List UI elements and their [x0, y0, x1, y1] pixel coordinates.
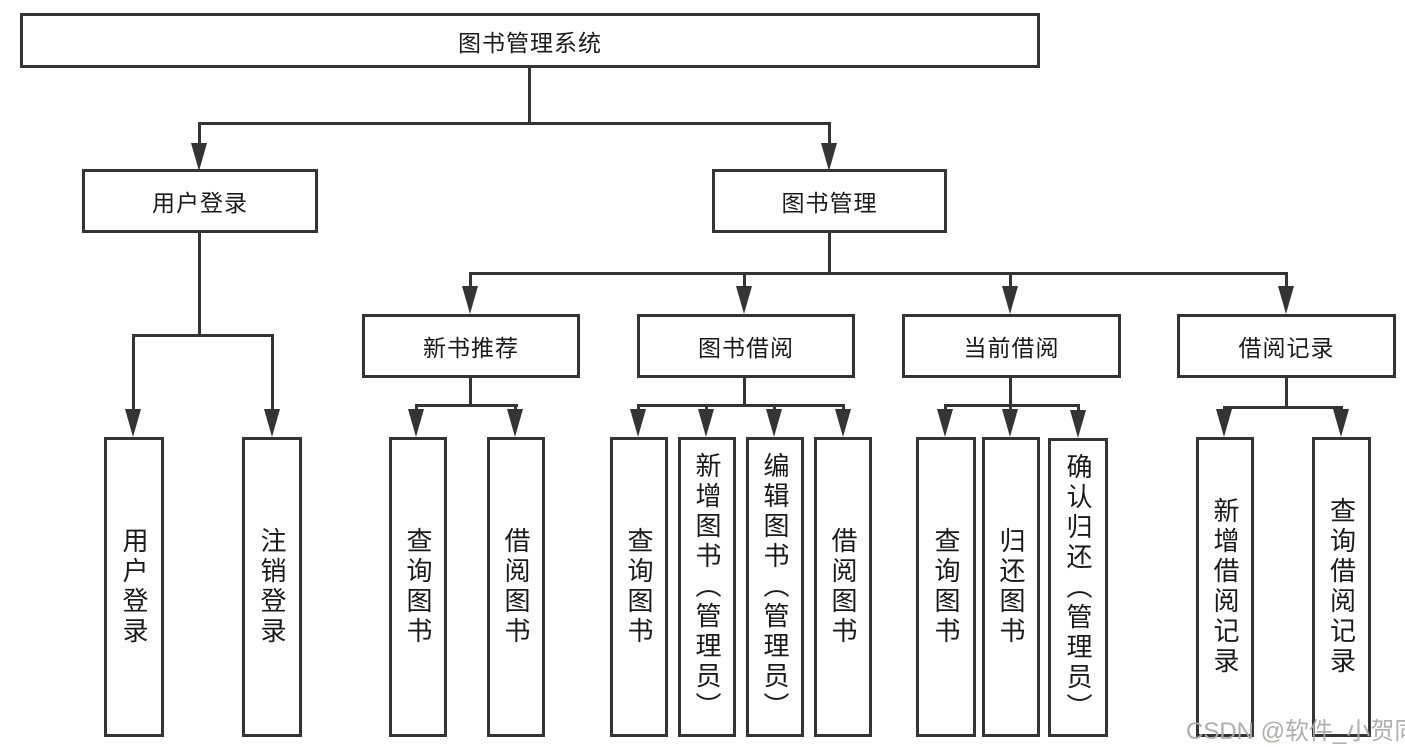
connector-new-rec-bus: [415, 404, 518, 407]
connector-drop-user-login: [198, 122, 201, 145]
connector-drop-current-borrow: [1009, 272, 1012, 287]
leaf-add-borrow-record: 新增借阅记录: [1196, 437, 1254, 737]
connector-borrow-records-drop: [1285, 378, 1288, 408]
csdn-watermark: CSDN @软件_小贺同学: [1186, 718, 1405, 745]
leaf-query-books-current: 查询图书: [916, 437, 976, 737]
leaf-edit-books-admin: 编辑图书（管理员）: [746, 437, 804, 737]
leaf-return-books: 归还图书: [982, 437, 1040, 737]
arrowhead-bor-add: [698, 409, 714, 437]
leaf-borrow-books-recommend: 借阅图书: [487, 437, 545, 737]
arrowhead-cur-return: [1002, 409, 1018, 437]
connector-current-borrow-drop: [1009, 378, 1012, 406]
leaf-query-borrow-record: 查询借阅记录: [1312, 437, 1371, 737]
connector-drop-rec-borrow: [514, 404, 517, 413]
leaf-user-login: 用户登录: [104, 437, 164, 737]
connector-user-login-drop: [198, 233, 201, 336]
connector-new-rec-drop: [469, 378, 472, 406]
node-book-management: 图书管理: [712, 169, 947, 233]
connector-drop-leaf-logout: [271, 334, 274, 411]
arrowhead-borrow-records: [1278, 286, 1294, 314]
connector-drop-leaf-login: [132, 334, 135, 411]
arrowhead-bor-query: [630, 409, 646, 437]
arrowhead-recd-query: [1333, 409, 1349, 437]
leaf-add-books-admin: 新增图书（管理员）: [678, 437, 736, 737]
connector-drop-borrow-records: [1285, 272, 1288, 287]
connector-drop-bor-query: [637, 404, 640, 413]
leaf-logout: 注销登录: [242, 437, 302, 737]
node-user-login: 用户登录: [82, 169, 318, 233]
connector-root-bus: [198, 122, 831, 125]
connector-drop-bor-borrow: [842, 404, 845, 413]
connector-borrow-records-bus: [1223, 406, 1343, 409]
arrowhead-book-management: [821, 143, 837, 171]
connector-book-borrow-bus: [637, 404, 845, 407]
connector-drop-bor-edit: [773, 404, 776, 413]
connector-drop-cur-query: [944, 404, 947, 413]
arrowhead-cur-query: [937, 409, 953, 437]
arrowhead-book-borrow: [736, 286, 752, 314]
arrowhead-user-login: [191, 143, 207, 171]
connector-drop-new-rec: [469, 272, 472, 287]
node-book-borrowing: 图书借阅: [637, 314, 855, 378]
arrowhead-current-borrow: [1002, 286, 1018, 314]
connector-current-borrow-bus: [944, 404, 1080, 407]
arrowhead-cur-confirm: [1070, 410, 1086, 438]
node-borrowing-records: 借阅记录: [1177, 314, 1396, 378]
arrowhead-bor-edit: [766, 409, 782, 437]
arrowhead-new-rec: [462, 286, 478, 314]
connector-book-management-bus: [469, 272, 1288, 275]
arrowhead-leaf-logout: [264, 409, 280, 437]
connector-book-management-drop: [828, 233, 831, 275]
connector-drop-rec-query: [415, 404, 418, 413]
connector-drop-bor-add: [705, 404, 708, 413]
arrowhead-rec-query: [408, 409, 424, 437]
node-library-management-system: 图书管理系统: [20, 13, 1040, 68]
connector-drop-book-borrow: [743, 272, 746, 287]
connector-drop-cur-confirm: [1077, 404, 1080, 413]
arrowhead-bor-borrow: [835, 409, 851, 437]
leaf-confirm-return-admin: 确认归还（管理员）: [1048, 438, 1108, 737]
connector-root-drop: [528, 68, 531, 122]
connector-book-borrow-drop: [743, 378, 746, 406]
leaf-query-books-borrowing: 查询图书: [610, 437, 668, 737]
node-current-borrowing: 当前借阅: [902, 314, 1121, 378]
connector-drop-book-management: [828, 122, 831, 145]
leaf-query-books-recommend: 查询图书: [389, 437, 447, 737]
connector-drop-cur-return: [1009, 404, 1012, 413]
leaf-borrow-books-borrowing: 借阅图书: [814, 437, 872, 737]
arrowhead-leaf-login: [125, 409, 141, 437]
connector-user-login-bus: [132, 334, 274, 337]
node-new-book-recommendation: 新书推荐: [362, 314, 580, 378]
arrowhead-recd-add: [1216, 409, 1232, 437]
arrowhead-rec-borrow: [507, 409, 523, 437]
